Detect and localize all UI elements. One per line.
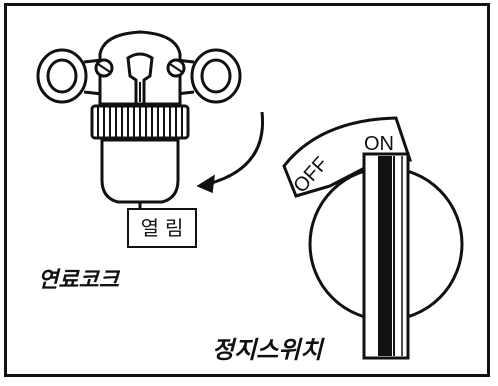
fuel-cock-screw-left [94,58,114,78]
stop-switch-label: 정지스위치 [212,336,323,364]
fuel-cock-bowl [100,138,180,204]
fuel-cock-illustration [36,30,242,210]
fuel-cock-left-nut [36,48,103,104]
switch-on-label: ON [364,133,394,155]
figure-border [4,3,490,377]
fuel-cock-label: 연료코크 [38,268,119,293]
fuel-cock-lever[interactable] [126,52,154,106]
stop-switch-illustration [282,116,464,360]
rotation-arrow [196,111,265,194]
fuel-cock-right-nut [175,48,242,104]
open-label: 열림 [127,208,197,248]
fuel-cock-screw-right [166,58,186,78]
